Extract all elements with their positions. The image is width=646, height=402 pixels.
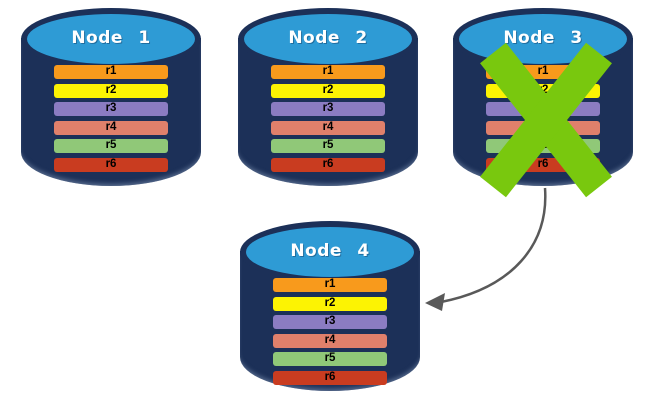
record-bar: r6 (273, 370, 387, 385)
record-bar: r1 (54, 65, 168, 79)
record-bar: r5 (54, 139, 168, 153)
record-bar: r4 (486, 120, 600, 135)
record-bar: r5 (273, 352, 387, 366)
node-3-cylinder: Node 3 r1 r2 r3 r4 r5 r6 (453, 8, 633, 198)
node-2-title: Node 2 (288, 28, 368, 48)
record-bar: r5 (486, 139, 600, 153)
node-1-title: Node 1 (71, 28, 151, 48)
record-bar: r2 (271, 83, 385, 98)
record-bar: r3 (273, 315, 387, 329)
node-3-records: r1 r2 r3 r4 r5 r6 (486, 65, 600, 176)
node-3-title: Node 3 (503, 28, 583, 48)
node-2-cylinder: Node 2 r1 r2 r3 r4 r5 r6 (238, 8, 418, 186)
record-bar: r2 (486, 83, 600, 98)
record-bar: r3 (54, 102, 168, 116)
record-bar: r6 (54, 157, 168, 172)
node-1-records: r1 r2 r3 r4 r5 r6 (54, 65, 168, 176)
node-4-title: Node 4 (290, 241, 370, 261)
node-4-cylinder: Node 4 r1 r2 r3 r4 r5 r6 (240, 221, 420, 391)
record-bar: r4 (54, 120, 168, 135)
node-1-cylinder: Node 1 r1 r2 r3 r4 r5 r6 (21, 8, 201, 186)
arrowhead-icon (425, 293, 445, 311)
record-bar: r2 (273, 296, 387, 311)
record-bar: r6 (486, 157, 600, 172)
cylinder-top (21, 8, 201, 70)
cylinder-top (238, 8, 418, 70)
node-2-records: r1 r2 r3 r4 r5 r6 (271, 65, 385, 176)
record-bar: r4 (273, 333, 387, 348)
record-bar: r4 (271, 120, 385, 135)
record-bar: r3 (271, 102, 385, 116)
record-bar: r1 (273, 278, 387, 292)
record-bar: r1 (486, 65, 600, 79)
node-4-records: r1 r2 r3 r4 r5 r6 (273, 278, 387, 389)
record-bar: r1 (271, 65, 385, 79)
record-bar: r2 (54, 83, 168, 98)
record-bar: r3 (486, 102, 600, 116)
record-bar: r5 (271, 139, 385, 153)
record-bar: r6 (271, 157, 385, 172)
